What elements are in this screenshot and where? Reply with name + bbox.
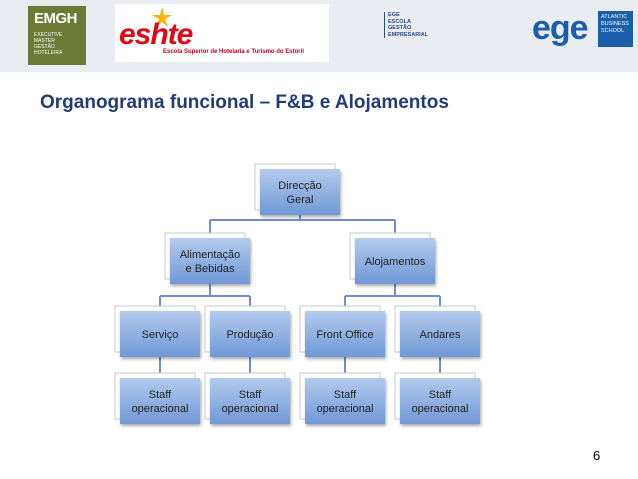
- node-box: [210, 378, 290, 424]
- ege-school-logo: EGE ESCOLA GESTÃO EMPRESARIAL: [384, 12, 428, 38]
- node-label: operacional: [412, 403, 469, 415]
- page-number: 6: [593, 448, 601, 463]
- node-label: Staff: [149, 389, 172, 401]
- eshte-logo-word: eshte: [119, 18, 193, 51]
- node-label: Alojamentos: [365, 256, 426, 268]
- emgh-sub-line: GESTÃO: [34, 44, 55, 50]
- atlantic-line: SCHOOL: [601, 28, 625, 34]
- ege-school-line: EMPRESARIAL: [384, 31, 428, 38]
- node-front-office: Front Office: [299, 305, 385, 357]
- node-producao: Produção: [204, 305, 290, 357]
- node-box: [305, 378, 385, 424]
- node-label: Geral: [287, 194, 314, 206]
- node-label: operacional: [222, 403, 279, 415]
- node-label: Front Office: [316, 329, 373, 341]
- node-servico: Serviço: [114, 305, 200, 357]
- emgh-logo-subtitle: EXECUTIVE MASTER GESTÃO HOTELEIRA: [34, 32, 86, 56]
- node-box: [305, 311, 385, 357]
- emgh-sub-line: HOTELEIRA: [34, 50, 63, 56]
- node-box: [400, 311, 480, 357]
- node-box: [355, 238, 435, 284]
- ege-school-line: EGE: [384, 12, 428, 19]
- node-label: Staff: [239, 389, 262, 401]
- slide-title: Organograma funcional – F&B e Alojamento…: [40, 92, 449, 113]
- node-label: Alimentação: [180, 249, 241, 261]
- node-label: operacional: [317, 403, 374, 415]
- atlantic-line: BUSINESS: [601, 21, 629, 27]
- node-staff-operacional: Staff operacional: [394, 372, 480, 424]
- node-alimentacao-bebidas: Alimentação e Bebidas: [164, 232, 250, 284]
- node-box: [170, 238, 250, 284]
- node-label: Produção: [226, 329, 273, 341]
- star-icon: [152, 7, 172, 27]
- node-box: [120, 378, 200, 424]
- emgh-sub-line: EXECUTIVE: [34, 32, 63, 38]
- node-staff-operacional: Staff operacional: [299, 372, 385, 424]
- node-box: [120, 311, 200, 357]
- node-staff-operacional: Staff operacional: [204, 372, 290, 424]
- node-box: [400, 378, 480, 424]
- node-label: Andares: [420, 329, 461, 341]
- node-label: operacional: [132, 403, 189, 415]
- eshte-logo: eshte Escola Superior de Hotelaria e Tur…: [115, 4, 329, 62]
- ege-school-line: ESCOLA: [384, 18, 428, 25]
- node-label: e Bebidas: [186, 263, 235, 275]
- ege-logo-word: ege: [532, 9, 589, 47]
- atlantic-box: ATLANTIC BUSINESS SCHOOL: [598, 11, 633, 47]
- header-banner: EMGH EXECUTIVE MASTER GESTÃO HOTELEIRA e…: [0, 0, 638, 72]
- node-staff-operacional: Staff operacional: [114, 372, 200, 424]
- node-label: Direcção: [278, 180, 321, 192]
- atlantic-line: ATLANTIC: [601, 14, 628, 20]
- eshte-logo-subtitle: Escola Superior de Hotelaria e Turismo d…: [163, 49, 304, 55]
- emgh-logo-text: EMGH: [34, 10, 78, 27]
- node-box: [260, 169, 340, 215]
- ege-school-line: GESTÃO: [384, 25, 428, 32]
- node-label: Staff: [429, 389, 452, 401]
- node-label: Serviço: [142, 329, 179, 341]
- emgh-logo: EMGH EXECUTIVE MASTER GESTÃO HOTELEIRA: [28, 6, 86, 65]
- node-label: Staff: [334, 389, 357, 401]
- node-alojamentos: Alojamentos: [349, 232, 435, 284]
- node-box: [210, 311, 290, 357]
- node-andares: Andares: [394, 305, 480, 357]
- emgh-sub-line: MASTER: [34, 38, 55, 44]
